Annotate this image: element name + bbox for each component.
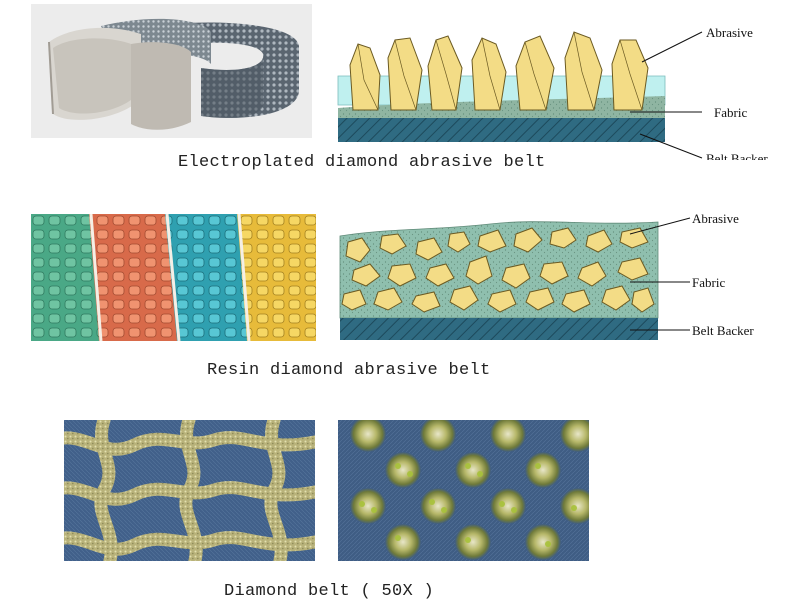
label-fabric-resin: Fabric: [692, 275, 725, 290]
diamond-belt-micro-pattern-photo: [64, 420, 315, 561]
abrasive-particles: [341, 227, 655, 313]
label-abrasive-resin: Abrasive: [692, 211, 739, 226]
diamond-belt-micro-dots-photo: [338, 420, 589, 561]
resin-belt-photo: [31, 214, 316, 341]
caption-diamond-belt-50x: Diamond belt ( 50X ): [224, 582, 435, 601]
resin-cross-section-diagram: Abrasive Fabric Belt Backer: [330, 206, 800, 352]
label-abrasive: Abrasive: [706, 25, 753, 40]
electroplated-cross-section-diagram: Abrasive Fabric Belt Backer: [330, 10, 800, 160]
caption-electroplated: Electroplated diamond abrasive belt: [178, 153, 546, 172]
label-belt-backer: Belt Backer: [706, 151, 768, 160]
label-belt-backer-resin: Belt Backer: [692, 323, 754, 338]
label-fabric: Fabric: [714, 105, 747, 120]
electroplated-belt-photo: [31, 4, 312, 138]
caption-resin: Resin diamond abrasive belt: [207, 361, 491, 380]
